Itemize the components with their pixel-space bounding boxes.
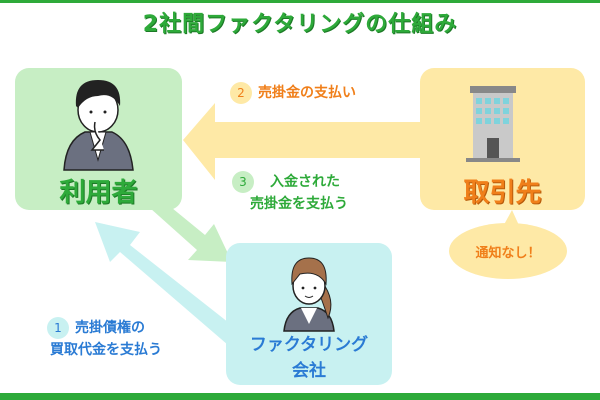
step-text: 売掛金の支払い	[258, 85, 356, 101]
page-title: 2社間ファクタリングの仕組み	[142, 12, 458, 37]
arrow-client-to-user	[183, 103, 420, 180]
arrow-factor-to-user	[95, 222, 238, 345]
arrow-user-to-factor	[150, 208, 232, 262]
step-text: 入金された	[270, 174, 340, 190]
businessman-icon	[63, 80, 134, 171]
client-label: 取引先	[463, 178, 542, 208]
step-number: 1	[47, 317, 69, 339]
step-1: 1 売掛債権の 買取代金を支払う	[47, 317, 162, 361]
step-text: 買取代金を支払う	[50, 342, 162, 358]
user-label: 利用者	[59, 178, 138, 208]
businesswoman-icon	[283, 257, 335, 332]
bubble-text: 通知なし！	[475, 246, 541, 261]
factor-label-line2: 会社	[292, 361, 326, 381]
step-number: 2	[230, 82, 252, 104]
speech-bubble	[449, 223, 567, 279]
building-icon	[466, 86, 520, 162]
step-text: 売掛金を支払う	[250, 196, 348, 212]
step-text: 売掛債権の	[75, 320, 145, 336]
bottom-bar	[0, 393, 600, 400]
top-bar	[0, 0, 600, 3]
factor-label-line1: ファクタリング	[249, 335, 369, 355]
step-3: 3 入金された 売掛金を支払う	[232, 171, 348, 215]
step-2: 2 売掛金の支払い	[230, 82, 356, 104]
step-number: 3	[232, 171, 254, 193]
